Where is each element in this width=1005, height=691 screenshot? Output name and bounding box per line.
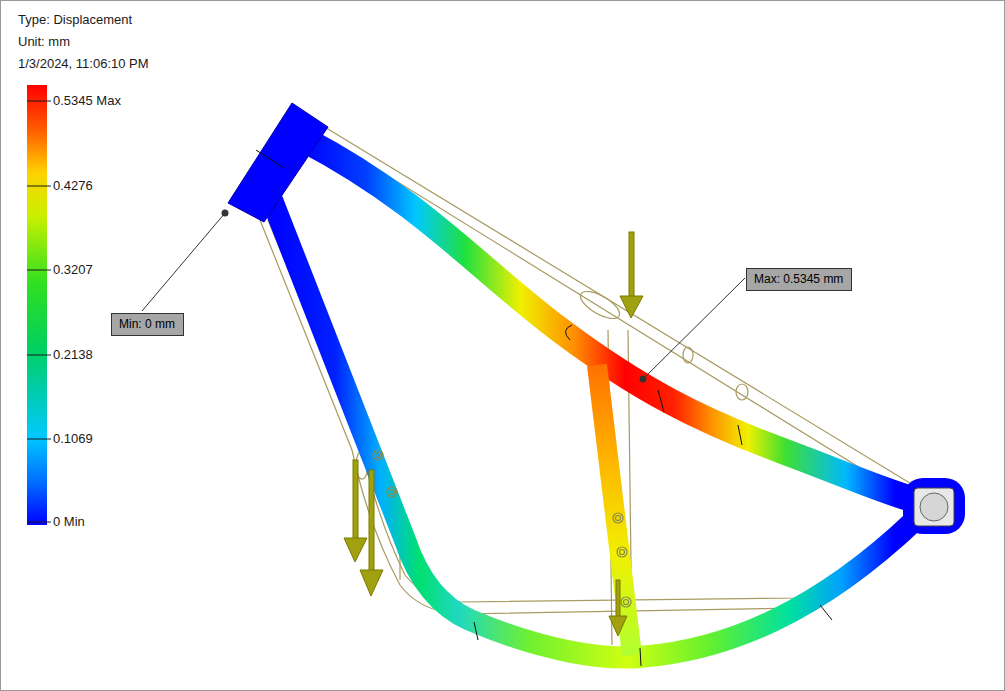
bolt-holes xyxy=(373,450,631,607)
callout-box: Max: 0.5345 mm xyxy=(746,268,852,291)
color-scale-bar xyxy=(27,85,47,525)
load-arrows xyxy=(344,232,643,636)
leader-lines xyxy=(142,210,745,383)
scale-value: 0.4276 xyxy=(53,178,93,194)
down-tube xyxy=(272,200,915,658)
mesh-marks xyxy=(256,150,832,666)
scale-value: 0.2138 xyxy=(53,347,93,363)
scale-value: 0.1069 xyxy=(53,431,93,447)
header-text: Unit: mm xyxy=(18,34,70,50)
rear-dropout xyxy=(903,478,965,534)
callout-text: Max: 0.5345 mm xyxy=(754,272,844,287)
header-text: Type: Displacement xyxy=(18,12,132,28)
callout-text: Min: 0 mm xyxy=(119,317,176,332)
scale-ticks xyxy=(27,101,51,522)
undeformed-outline xyxy=(258,112,918,645)
callout-box: Min: 0 mm xyxy=(111,313,184,336)
scale-value: 0.3207 xyxy=(53,262,93,278)
scale-value: 0 Min xyxy=(53,514,85,530)
header-text: 1/3/2024, 11:06:10 PM xyxy=(18,56,149,72)
scale-value: 0.5345 Max xyxy=(53,93,121,109)
head-tube-block xyxy=(228,103,328,222)
seat-tube xyxy=(597,365,632,655)
